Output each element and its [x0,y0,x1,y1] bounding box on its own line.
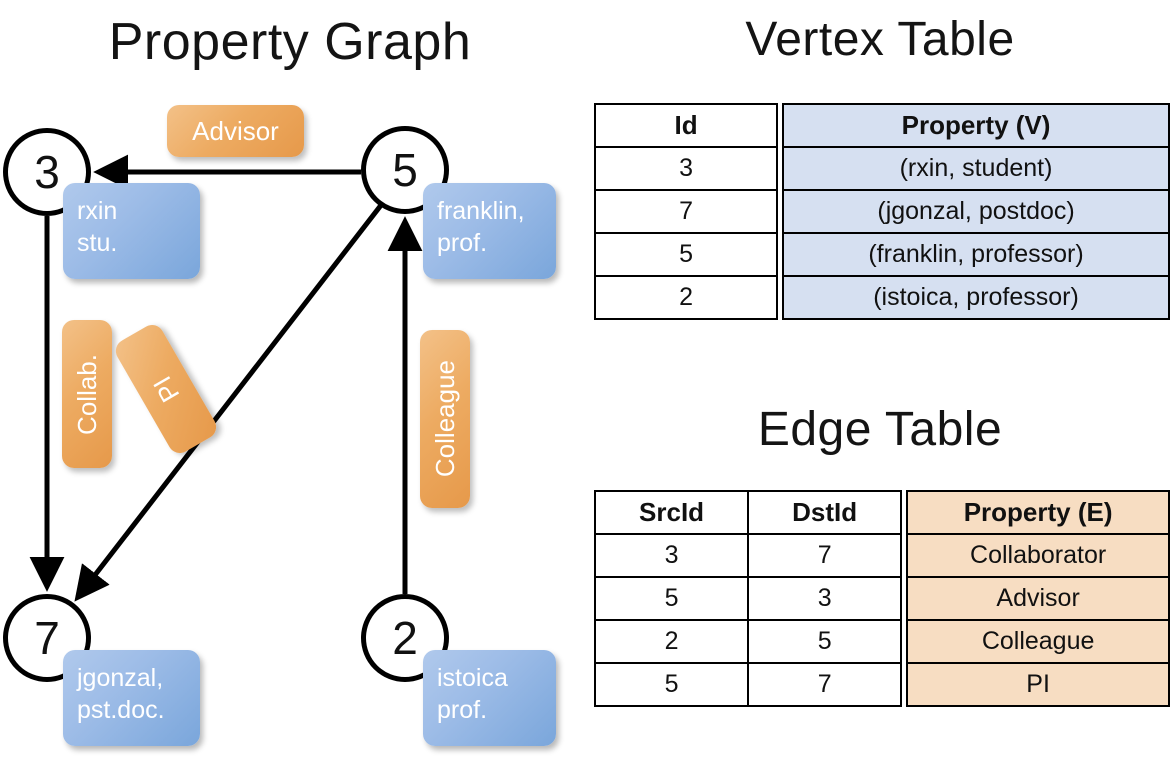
vertex-table-property-column: Property (V) (rxin, student) (jgonzal, p… [782,103,1170,320]
node-property-box-5: franklin, prof. [423,183,556,279]
cell-property: PI [906,662,1170,707]
cell-property: Collaborator [906,533,1170,578]
table-row: PI [906,662,1170,707]
column-header-property-e: Property (E) [906,490,1170,535]
cell-id: 7 [593,189,779,234]
node-property-box-3: rxin stu. [63,183,200,279]
table-row: 5 3 [593,576,903,621]
cell-srcid: 5 [593,662,750,707]
node-property-line-1: rxin [77,197,118,225]
node-property-line-1: jgonzal, [77,664,164,692]
column-header-id: Id [593,103,779,148]
node-property-box-2: istoica prof. [423,650,556,746]
node-property-box-7: jgonzal, pst.doc. [63,650,200,746]
table-row: 3 7 [593,533,903,578]
table-row: (rxin, student) [782,146,1170,191]
table-row: 2 [593,275,779,320]
graph-edges-layer [29,154,423,602]
node-property-line-2: pst.doc. [77,695,165,724]
table-row: Advisor [906,576,1170,621]
edge-label-collab: Collab. [62,320,112,468]
cell-id: 5 [593,232,779,277]
edge-label-colleague: Colleague [420,330,470,508]
cell-property: (franklin, professor) [782,232,1170,277]
table-row: 5 [593,232,779,277]
cell-srcid: 2 [593,619,750,664]
table-row: (jgonzal, postdoc) [782,189,1170,234]
graph-node-5[interactable]: 5 [361,126,449,214]
section-title-vertex-table: Vertex Table [745,13,1015,66]
edge-5-to-7 [74,198,387,602]
table-row: (istoica, professor) [782,275,1170,320]
cell-property: (rxin, student) [782,146,1170,191]
vertex-table-id-column: Id 3 7 5 2 [593,103,779,320]
edge-label-advisor: Advisor [167,105,304,157]
cell-property: Advisor [906,576,1170,621]
table-row: 7 [593,189,779,234]
table-row: 3 [593,146,779,191]
section-title-edge-table: Edge Table [757,403,1003,456]
table-row: 2 5 [593,619,903,664]
table-header-row: Property (E) [906,490,1170,535]
page-title-property-graph: Property Graph [108,13,472,71]
node-property-line-1: franklin, [437,197,525,225]
edge-table-property-column: Property (E) Collaborator Advisor Collea… [906,490,1170,707]
node-property-line-2: prof. [437,228,488,257]
cell-srcid: 5 [593,576,750,621]
cell-srcid: 3 [593,533,750,578]
cell-dstid: 7 [747,533,903,578]
cell-dstid: 5 [747,619,903,664]
node-property-line-2: prof. [437,695,488,724]
cell-dstid: 3 [747,576,903,621]
table-header-row: SrcId DstId [593,490,903,535]
table-row: Colleague [906,619,1170,664]
vertex-table: Id 3 7 5 2 Property (V) (rxin, student) … [593,103,1170,320]
property-graph-diagram: 3 5 7 2 rxin stu. franklin, prof. jgonza… [0,0,580,760]
table-row: Collaborator [906,533,1170,578]
cell-id: 2 [593,275,779,320]
cell-id: 3 [593,146,779,191]
graph-node-2[interactable]: 2 [361,594,449,682]
table-row: 5 7 [593,662,903,707]
cell-property: (jgonzal, postdoc) [782,189,1170,234]
edge-label-text: Colleague [429,360,460,478]
edge-table: SrcId DstId 3 7 5 3 2 5 5 7 Property (E)… [593,490,1170,707]
table-row: (franklin, professor) [782,232,1170,277]
node-property-line-2: stu. [77,228,118,257]
edge-label-text: Advisor [192,115,279,146]
edge-label-text: Collab. [71,353,102,435]
cell-dstid: 7 [747,662,903,707]
node-property-line-1: istoica [437,664,508,692]
cell-property: (istoica, professor) [782,275,1170,320]
table-header-row: Id [593,103,779,148]
column-header-property-v: Property (V) [782,103,1170,148]
cell-property: Colleague [906,619,1170,664]
column-header-srcid: SrcId [593,490,750,535]
edge-table-src-dst-columns: SrcId DstId 3 7 5 3 2 5 5 7 [593,490,903,707]
edge-label-text: PI [146,371,185,408]
table-header-row: Property (V) [782,103,1170,148]
column-header-dstid: DstId [747,490,903,535]
